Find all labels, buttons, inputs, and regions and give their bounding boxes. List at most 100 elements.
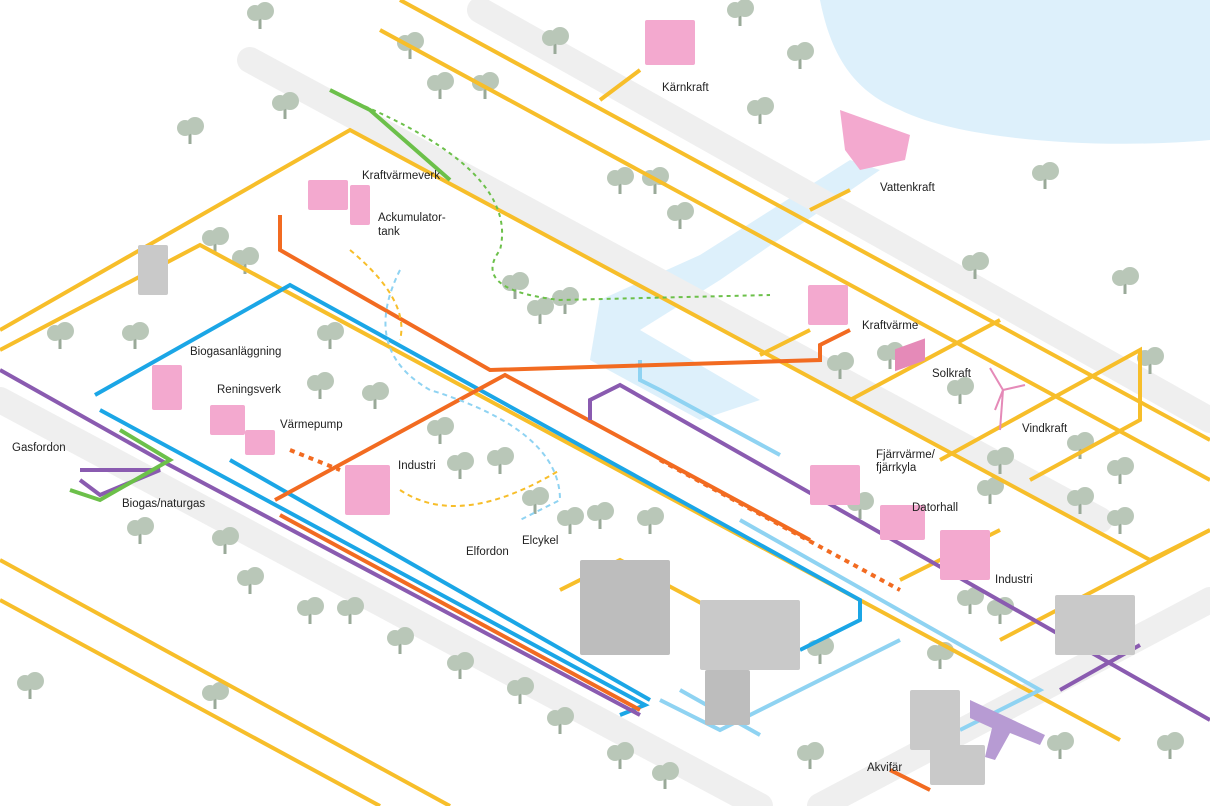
tree-icon bbox=[637, 507, 664, 534]
label-ackumulatortank-1: Ackumulator- bbox=[378, 212, 446, 224]
tree-icon bbox=[127, 517, 154, 544]
nuclear-plant-icon bbox=[645, 20, 695, 65]
label-vattenkraft: Vattenkraft bbox=[880, 182, 935, 194]
tree-icon bbox=[947, 377, 974, 404]
tree-icon bbox=[542, 27, 569, 54]
accumulator-tank-icon bbox=[350, 185, 370, 225]
label-elfordon: Elfordon bbox=[466, 546, 509, 558]
river bbox=[590, 160, 880, 420]
tree-icon bbox=[507, 677, 534, 704]
data-center-icon bbox=[880, 505, 925, 540]
tree-icon bbox=[427, 417, 454, 444]
tree-icon bbox=[202, 227, 229, 254]
tree-icon bbox=[307, 372, 334, 399]
tree-icon bbox=[502, 272, 529, 299]
tree-icon bbox=[547, 707, 574, 734]
wind-turbine-icon bbox=[989, 367, 1026, 431]
control-tower-icon bbox=[910, 690, 960, 750]
apartment-blocks-icon bbox=[580, 560, 670, 655]
label-reningsverk: Reningsverk bbox=[217, 384, 281, 396]
label-akvifar: Akvifär bbox=[867, 762, 903, 774]
office-building-icon bbox=[700, 600, 800, 670]
tree-icon bbox=[1107, 457, 1134, 484]
biogas-dashed-route bbox=[349, 99, 771, 302]
tree-icon bbox=[237, 567, 264, 594]
tree-icon bbox=[387, 627, 414, 654]
airplane-icon bbox=[970, 700, 1045, 760]
tree-icon bbox=[202, 682, 229, 709]
label-industri-2: Industri bbox=[995, 574, 1033, 586]
label-datorhall: Datorhall bbox=[912, 502, 959, 514]
label-gasfordon: Gasfordon bbox=[12, 442, 66, 454]
label-kraftvarme: Kraftvärme bbox=[862, 320, 919, 332]
tree-icon bbox=[1157, 732, 1184, 759]
solar-panel-icon bbox=[895, 338, 925, 372]
biogas-network bbox=[69, 88, 452, 503]
tree-icon bbox=[787, 42, 814, 69]
heating-dashed-line bbox=[289, 448, 901, 592]
label-fjarrvarme-1: Fjärrvärme/ bbox=[876, 449, 935, 461]
tree-icon bbox=[977, 477, 1004, 504]
sewage-plant-icon bbox=[210, 405, 245, 435]
tree-icon bbox=[522, 487, 549, 514]
tree-icon bbox=[987, 447, 1014, 474]
label-biogasanlaggning: Biogasanläggning bbox=[190, 346, 282, 358]
buildings bbox=[138, 20, 1135, 785]
tree-icon bbox=[447, 452, 474, 479]
tree-icon bbox=[957, 587, 984, 614]
label-biogas-naturgas: Biogas/naturgas bbox=[122, 498, 206, 510]
tree-icon bbox=[927, 642, 954, 669]
label-vindkraft: Vindkraft bbox=[1022, 423, 1068, 435]
tree-icon bbox=[427, 72, 454, 99]
tree-icon bbox=[447, 652, 474, 679]
industry-2-icon bbox=[940, 530, 990, 580]
cooling-dashed-route bbox=[384, 269, 562, 521]
tree-icon bbox=[587, 502, 614, 529]
tree-icon bbox=[1112, 267, 1139, 294]
industry-1-icon bbox=[345, 465, 390, 515]
old-building-icon bbox=[705, 670, 750, 725]
tree-icon bbox=[177, 117, 204, 144]
tree-icon bbox=[362, 382, 389, 409]
district-cooling-network bbox=[94, 282, 862, 717]
label-elcykel: Elcykel bbox=[522, 535, 559, 547]
trees bbox=[17, 0, 1184, 789]
tree-icon bbox=[797, 742, 824, 769]
electricity-dashed-route bbox=[349, 249, 561, 507]
lake bbox=[820, 0, 1210, 144]
tree-icon bbox=[487, 447, 514, 474]
tree-icon bbox=[1107, 507, 1134, 534]
tree-icon bbox=[667, 202, 694, 229]
chp-plant-icon bbox=[308, 180, 348, 210]
label-varmepump: Värmepump bbox=[280, 419, 343, 431]
biogas-plant-icon bbox=[152, 365, 182, 410]
label-ackumulatortank-2: tank bbox=[378, 226, 400, 238]
heat-pump-icon bbox=[245, 430, 275, 455]
label-solkraft: Solkraft bbox=[932, 368, 971, 380]
tree-icon bbox=[232, 247, 259, 274]
gas-station-icon bbox=[1055, 595, 1135, 655]
tree-icon bbox=[337, 597, 364, 624]
chp-small-icon bbox=[808, 285, 848, 325]
tree-icon bbox=[1067, 487, 1094, 514]
tree-icon bbox=[1032, 162, 1059, 189]
hydro-dam bbox=[840, 110, 910, 170]
tree-icon bbox=[1047, 732, 1074, 759]
tree-icon bbox=[212, 527, 239, 554]
tree-icon bbox=[552, 287, 579, 314]
tree-icon bbox=[122, 322, 149, 349]
tree-icon bbox=[727, 0, 754, 26]
tree-icon bbox=[607, 167, 634, 194]
tree-icon bbox=[272, 92, 299, 119]
tree-icon bbox=[527, 297, 554, 324]
tree-icon bbox=[297, 597, 324, 624]
label-industri-1: Industri bbox=[398, 460, 436, 472]
tree-icon bbox=[962, 252, 989, 279]
tree-icon bbox=[827, 352, 854, 379]
tree-icon bbox=[607, 742, 634, 769]
terminal-icon bbox=[930, 745, 985, 785]
label-fjarrvarme-2: fjärrkyla bbox=[876, 462, 917, 474]
